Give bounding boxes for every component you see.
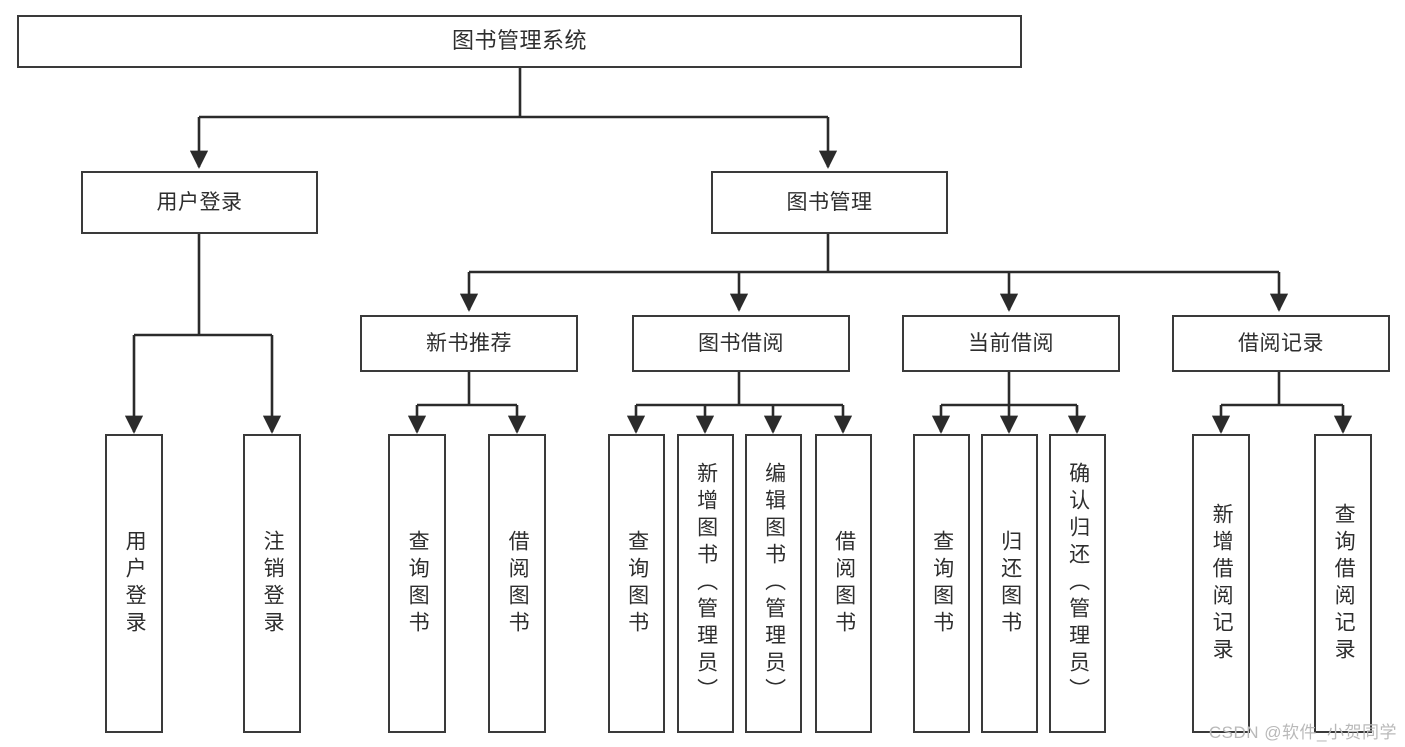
leaf-borrow-book-recommend[interactable]: 借阅图书: [488, 434, 546, 733]
leaf-borrow-book[interactable]: 借阅图书: [815, 434, 872, 733]
leaf-label: 查询图书: [625, 529, 649, 638]
leaf-label: 编辑图书（管理员）: [762, 462, 786, 705]
leaf-label: 查询图书: [406, 529, 430, 638]
leaf-label: 借阅图书: [832, 529, 856, 638]
leaf-query-borrow-record[interactable]: 查询借阅记录: [1314, 434, 1372, 733]
leaf-query-book-recommend[interactable]: 查询图书: [388, 434, 446, 733]
leaf-label: 查询借阅记录: [1332, 502, 1356, 665]
node-book-management[interactable]: 图书管理: [711, 171, 948, 234]
leaf-edit-book-admin[interactable]: 编辑图书（管理员）: [745, 434, 802, 733]
leaf-label: 新增借阅记录: [1210, 502, 1234, 665]
watermark-text: CSDN @软件_小贺同学: [1208, 723, 1397, 742]
node-new-book-recommend[interactable]: 新书推荐: [360, 315, 578, 372]
leaf-label: 用户登录: [123, 529, 147, 638]
leaf-add-borrow-record[interactable]: 新增借阅记录: [1192, 434, 1250, 733]
leaf-confirm-return-admin[interactable]: 确认归还（管理员）: [1049, 434, 1106, 733]
leaf-label: 归还图书: [998, 529, 1022, 638]
leaf-query-book-current[interactable]: 查询图书: [913, 434, 970, 733]
leaf-label: 查询图书: [930, 529, 954, 638]
node-user-login[interactable]: 用户登录: [81, 171, 318, 234]
leaf-label: 确认归还（管理员）: [1066, 462, 1090, 705]
leaf-label: 借阅图书: [506, 529, 530, 638]
node-root-system[interactable]: 图书管理系统: [17, 15, 1022, 68]
leaf-user-login[interactable]: 用户登录: [105, 434, 163, 733]
node-borrow-records[interactable]: 借阅记录: [1172, 315, 1390, 372]
leaf-logout[interactable]: 注销登录: [243, 434, 301, 733]
leaf-label: 注销登录: [261, 529, 285, 638]
leaf-label: 新增图书（管理员）: [694, 462, 718, 705]
node-book-borrow[interactable]: 图书借阅: [632, 315, 850, 372]
leaf-return-book[interactable]: 归还图书: [981, 434, 1038, 733]
leaf-add-book-admin[interactable]: 新增图书（管理员）: [677, 434, 734, 733]
node-current-borrow[interactable]: 当前借阅: [902, 315, 1120, 372]
leaf-query-book-borrow[interactable]: 查询图书: [608, 434, 665, 733]
